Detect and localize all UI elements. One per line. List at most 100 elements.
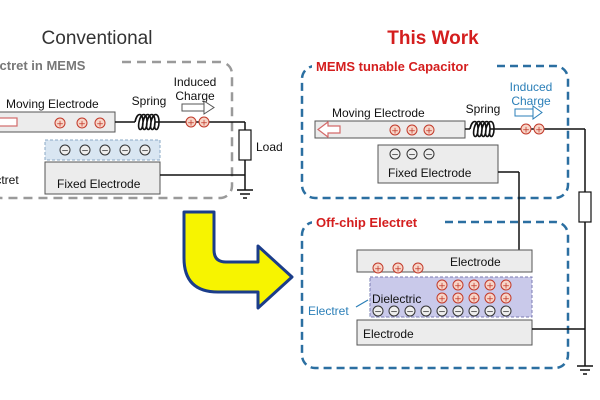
positive-charge: + [436,292,448,305]
transition-arrow-icon [182,210,294,310]
svg-text:+: + [502,282,510,292]
positive-charge: + [412,262,424,275]
conv-load-label: Load [256,140,283,154]
tw-fixed-electrode-label: Fixed Electrode [388,166,472,180]
negative-charge: − [59,144,71,157]
positive-charge: + [198,116,210,129]
tw-induced-arrow [514,108,534,117]
negative-charge: − [500,305,512,318]
negative-charge: − [406,148,418,161]
positive-charge: + [406,124,418,137]
conventional-box-label-bg [0,56,120,72]
svg-text:+: + [438,282,446,292]
negative-charge: − [468,305,480,318]
negative-charge: − [79,144,91,157]
positive-charge: + [389,124,401,137]
svg-text:+: + [96,120,104,130]
tw-ground-icon [577,365,593,375]
conv-induced-charge-line2: Charge [175,89,215,103]
negative-charge: − [372,305,384,318]
svg-text:−: − [390,308,398,318]
svg-text:+: + [187,119,195,129]
svg-text:+: + [394,265,402,275]
negative-charge: − [423,148,435,161]
svg-text:+: + [486,295,494,305]
offchip-dielectric-label: Dielectric [372,292,421,306]
tw-induced-charge-line2: Charge [511,94,551,108]
positive-charge: + [436,279,448,292]
offchip-electret-box-label: Off-chip Electret [316,215,418,230]
offchip-bottom-electrode-label: Electrode [363,327,414,341]
positive-charge: + [468,292,480,305]
tw-induced-charge-line1: Induced [510,80,553,94]
svg-text:+: + [414,265,422,275]
offchip-electret-pointer [355,299,369,308]
svg-text:−: − [486,308,494,318]
offchip-dielectric-positive-charges: + + + + + + + + + + [436,279,512,305]
heading-this-work: This Work [387,28,479,49]
svg-text:+: + [470,282,478,292]
positive-charge: + [500,279,512,292]
svg-text:−: − [408,151,416,161]
svg-text:+: + [502,295,510,305]
svg-text:+: + [454,295,462,305]
conv-ground-icon [237,189,253,199]
svg-text:+: + [408,127,416,137]
positive-charge: + [484,292,496,305]
conv-fixed-electrode-label: Fixed Electrode [57,177,141,191]
negative-charge: − [388,305,400,318]
tw-spring-label: Spring [466,102,501,116]
negative-charge: − [436,305,448,318]
positive-charge: + [392,262,404,275]
mems-capacitor-box-label: MEMS tunable Capacitor [316,59,468,74]
conv-load-resistor [238,129,252,161]
negative-charge: − [420,305,432,318]
positive-charge: + [423,124,435,137]
svg-text:−: − [454,308,462,318]
tw-moving-electrode-label: Moving Electrode [332,106,425,120]
positive-charge: + [76,117,88,130]
negative-charge: − [484,305,496,318]
svg-text:+: + [200,119,208,129]
positive-charge: + [372,262,384,275]
svg-text:+: + [425,127,433,137]
svg-text:−: − [101,147,109,157]
svg-text:−: − [61,147,69,157]
positive-charge: + [500,292,512,305]
positive-charge: + [452,279,464,292]
conv-induced-arrow [181,103,205,112]
negative-charge: − [404,305,416,318]
conv-moving-electrode-label: Moving Electrode [6,97,99,111]
positive-charge: + [452,292,464,305]
svg-text:−: − [121,147,129,157]
svg-text:+: + [391,127,399,137]
conv-electret-charges: − − − − − [59,144,151,157]
conv-induced-charges: + + [185,116,210,129]
svg-text:+: + [454,282,462,292]
negative-charge: − [119,144,131,157]
positive-charge: + [484,279,496,292]
offchip-top-charges: + + + [372,262,424,275]
tw-load-resistor [578,191,592,223]
svg-text:+: + [56,120,64,130]
svg-text:−: − [470,308,478,318]
conv-spring [134,113,165,131]
conventional-box-label: Electret in MEMS [0,58,86,73]
positive-charge: + [54,117,66,130]
svg-text:−: − [406,308,414,318]
svg-text:−: − [391,151,399,161]
tw-moving-charges: + + + [389,124,435,137]
conv-fixed-electrode [44,161,161,195]
conv-electret-label: Electret [0,173,19,187]
offchip-bottom-electrode [356,319,533,346]
svg-text:−: − [422,308,430,318]
heading-conventional: Conventional [42,28,153,49]
svg-text:+: + [438,295,446,305]
conv-induced-charge-line1: Induced [174,75,217,89]
negative-charge: − [99,144,111,157]
positive-charge: + [520,123,532,136]
svg-text:−: − [374,308,382,318]
conv-moving-charges: + + + [54,117,106,130]
svg-text:+: + [486,282,494,292]
